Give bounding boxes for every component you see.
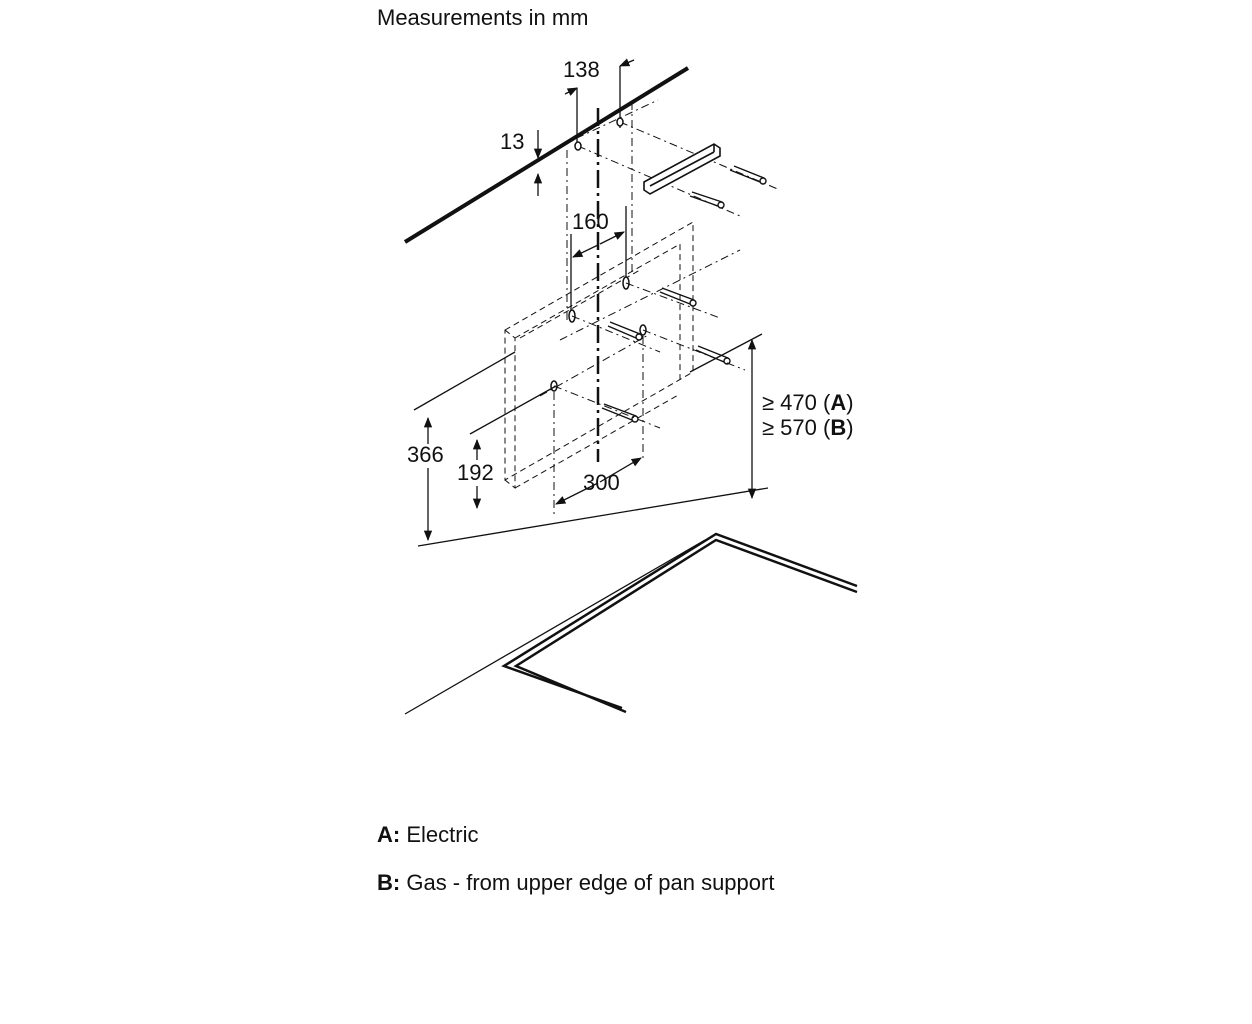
cooktop-outline xyxy=(501,532,858,714)
legend-key-a: A: xyxy=(377,822,401,847)
dimension-366-label: 366 xyxy=(407,442,444,467)
ceiling-line xyxy=(403,66,690,244)
hood-outline xyxy=(504,221,694,490)
wall-bracket xyxy=(643,143,721,195)
legend-item-b: B: Gas - from upper edge of pan support xyxy=(377,870,774,896)
dimension-clearance xyxy=(689,333,763,500)
top-screws xyxy=(689,165,767,209)
legend-key-b: B: xyxy=(377,870,401,895)
dimension-160 xyxy=(570,206,627,310)
clearance-b-label: ≥ 570 (B) xyxy=(762,415,854,440)
dimension-13-label: 13 xyxy=(500,129,524,154)
legend-text-a: Electric xyxy=(406,822,479,847)
dimension-160-label: 160 xyxy=(572,209,609,234)
dimension-300-label: 300 xyxy=(583,470,620,495)
dimension-300 xyxy=(555,457,642,505)
clearance-a-label: ≥ 470 (A) xyxy=(762,390,854,415)
middle-screws xyxy=(601,287,731,423)
legend-text-b: Gas - from upper edge of pan support xyxy=(406,870,775,895)
dimension-366-192 xyxy=(413,351,557,542)
worktop-base-line xyxy=(404,487,769,715)
dimension-138-label: 138 xyxy=(563,57,600,82)
dimension-192-label: 192 xyxy=(457,460,494,485)
lower-construction-lines xyxy=(539,282,746,515)
diagram-title: Measurements in mm xyxy=(377,5,589,30)
legend-item-a: A: Electric xyxy=(377,822,478,848)
top-holes xyxy=(574,117,624,151)
